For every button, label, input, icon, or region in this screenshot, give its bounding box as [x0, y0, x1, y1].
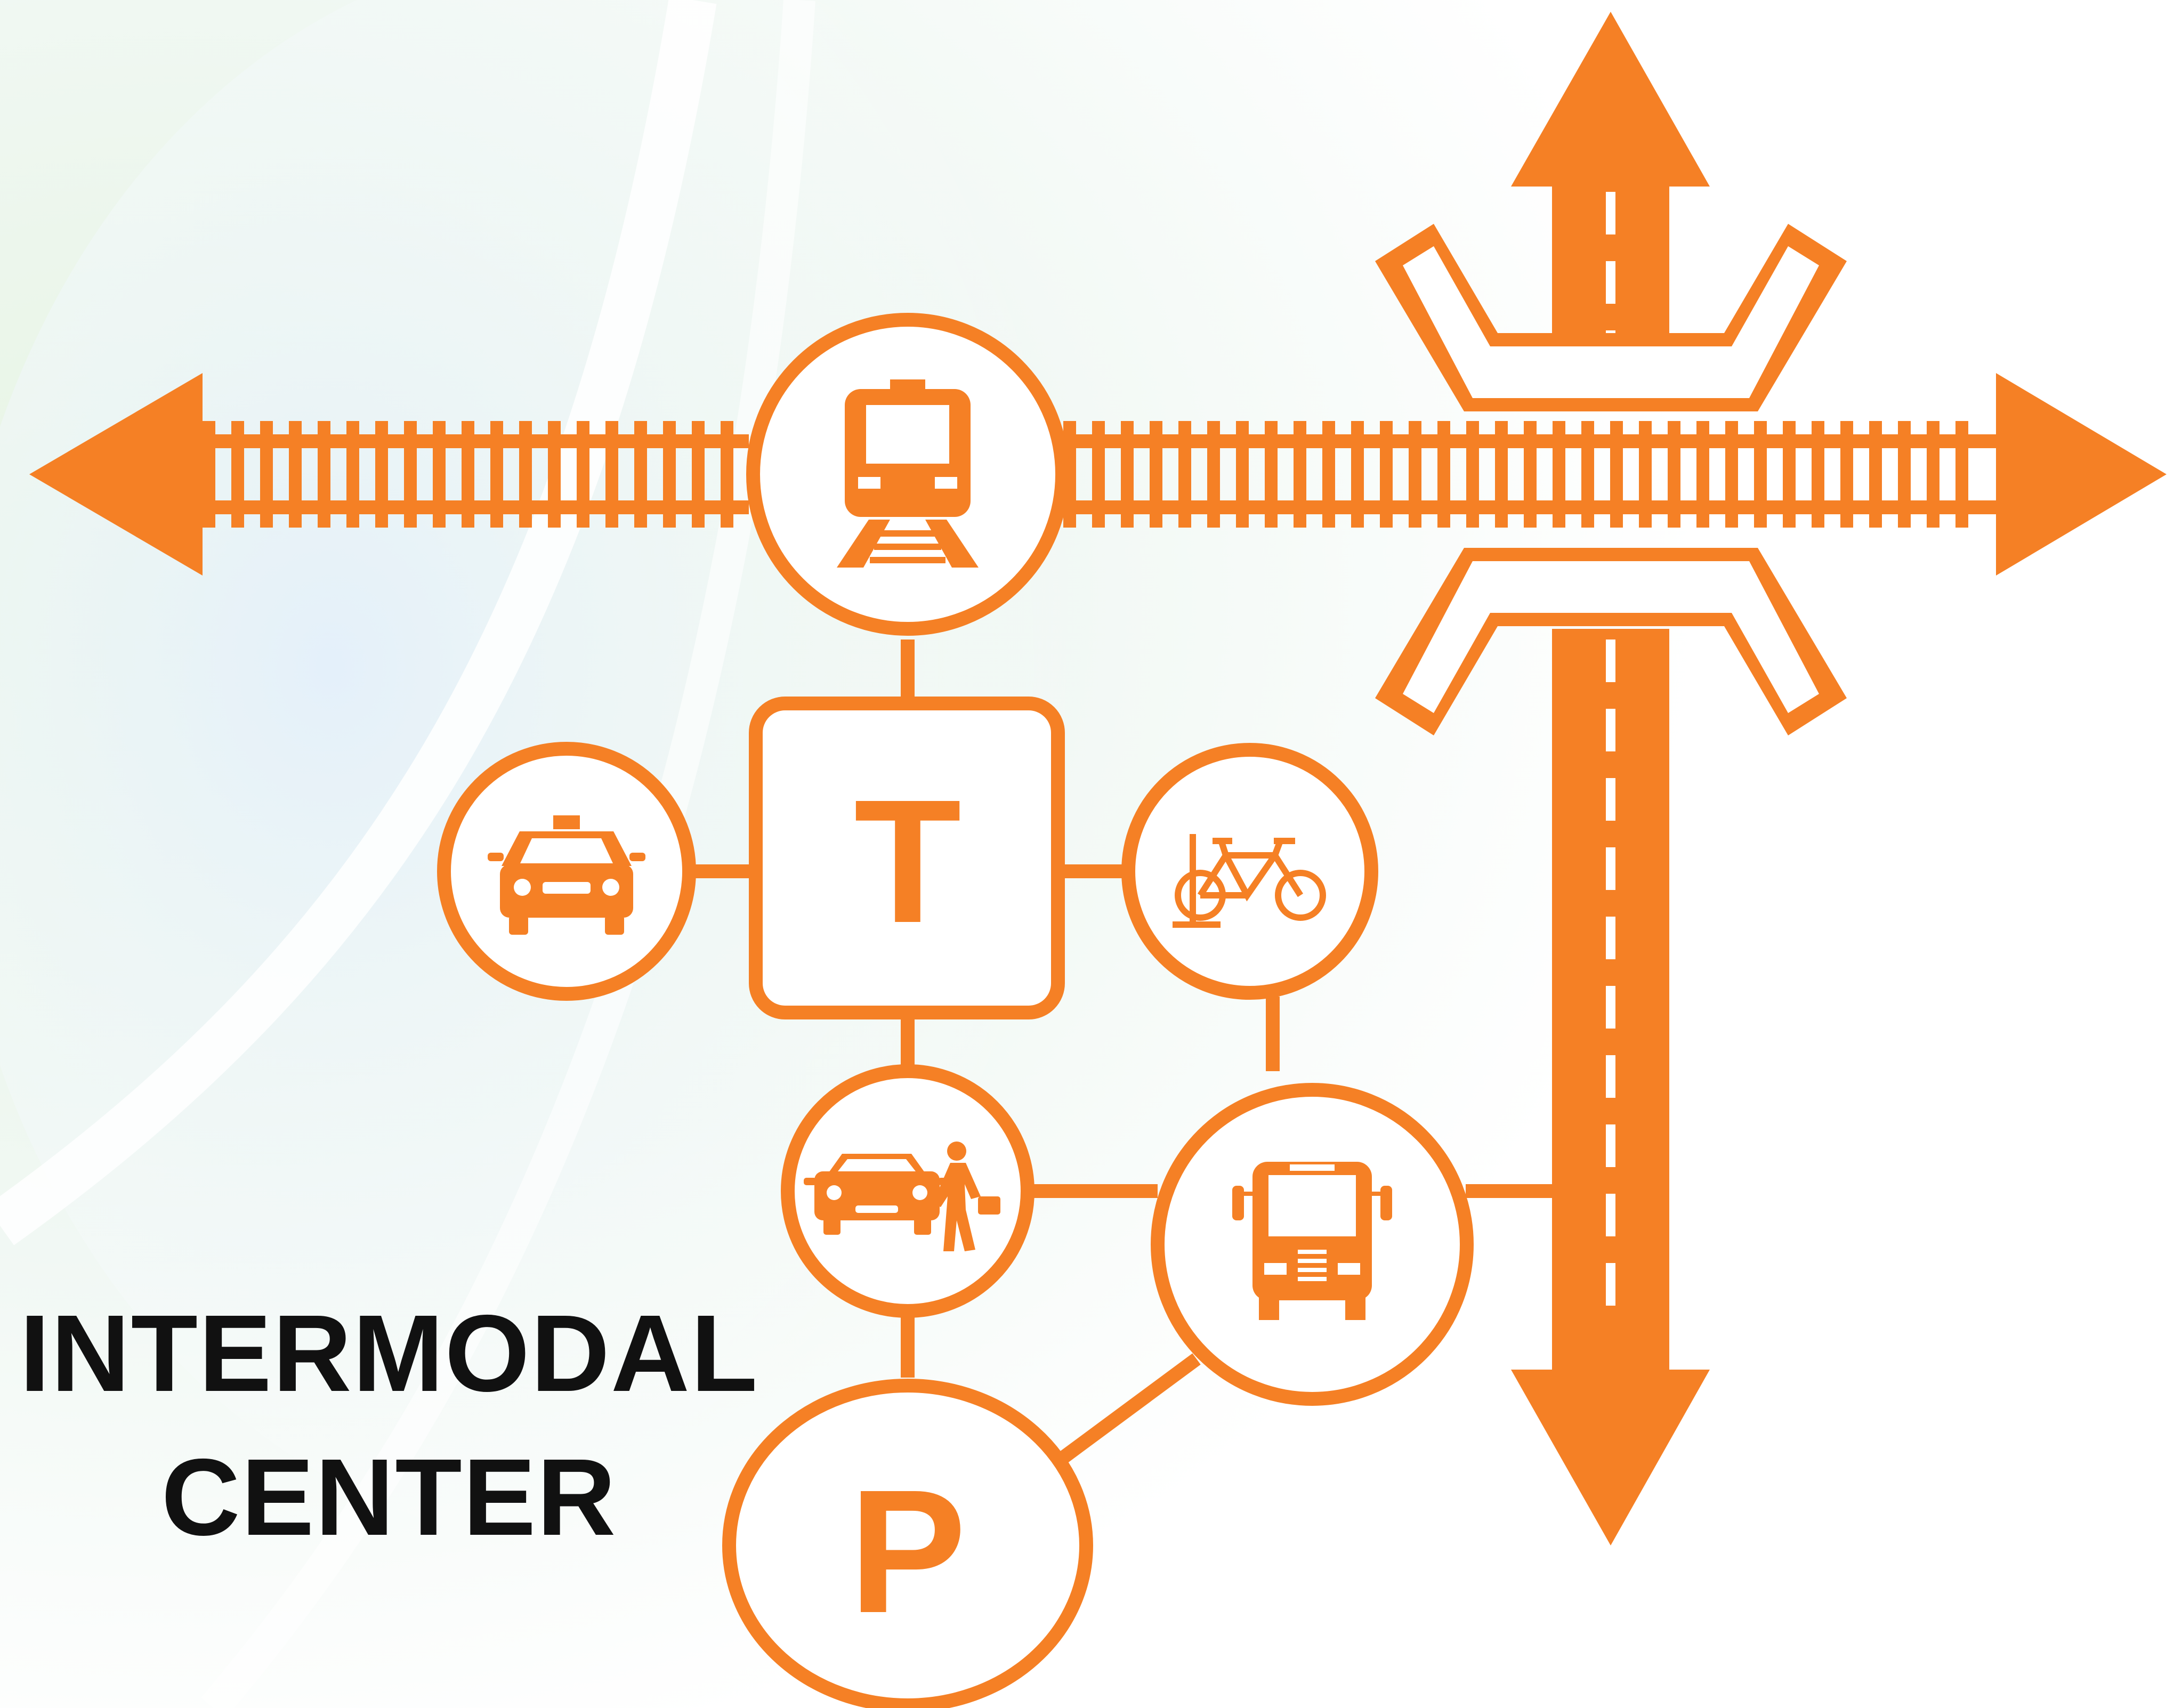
- rail-tie: [1898, 421, 1911, 528]
- rail-tie: [1581, 421, 1594, 528]
- lane-dash: [1606, 709, 1615, 751]
- car-pedestrian-icon: [804, 1142, 1000, 1251]
- diagram-title-line2: CENTER: [161, 1436, 617, 1558]
- highway: [1375, 12, 1847, 1545]
- rail-tie: [289, 421, 302, 528]
- rail-tie: [203, 421, 215, 528]
- rail-tie: [577, 421, 589, 528]
- rail-tie: [346, 421, 359, 528]
- rail-tie: [490, 421, 503, 528]
- parking-letter: P: [849, 1453, 966, 1649]
- rail-tie: [318, 421, 330, 528]
- rail-tie: [1783, 421, 1796, 528]
- lane-dash: [1606, 640, 1615, 682]
- bicycle-icon: [1173, 834, 1326, 928]
- train-icon: [837, 379, 979, 568]
- bus-icon: [1232, 1162, 1392, 1320]
- rail-tie: [1495, 421, 1508, 528]
- rail-tie: [260, 421, 273, 528]
- rail-tie: [1322, 421, 1335, 528]
- rail-tie: [1351, 421, 1364, 528]
- rail-tie: [1524, 421, 1537, 528]
- rail-tie: [605, 421, 618, 528]
- rail-tie: [1725, 421, 1738, 528]
- lane-dash: [1606, 1263, 1615, 1306]
- highway-lane-dashes: [1606, 192, 1615, 1306]
- rail-tie: [375, 421, 388, 528]
- rail-tie: [1150, 421, 1162, 528]
- rail-tie: [462, 421, 474, 528]
- rail-tie: [1294, 421, 1306, 528]
- rail-arrow-right-icon: [1996, 373, 2167, 576]
- rail-tie: [1207, 421, 1220, 528]
- rail-tie: [519, 421, 532, 528]
- rail-tie: [1610, 421, 1623, 528]
- terminal-node: [749, 697, 1065, 1019]
- lane-dash: [1606, 1055, 1615, 1098]
- rail-tie: [1380, 421, 1393, 528]
- rail-tie: [433, 421, 446, 528]
- rail-tie: [1437, 421, 1450, 528]
- rail-tie: [692, 421, 705, 528]
- rail-tie: [1812, 421, 1824, 528]
- rail-ties-left: [203, 421, 733, 528]
- rail-tie: [548, 421, 561, 528]
- rail-tie: [1840, 421, 1853, 528]
- rail-tie: [634, 421, 647, 528]
- rail-tie: [1265, 421, 1278, 528]
- lane-dash: [1606, 1124, 1615, 1167]
- lane-dash: [1606, 986, 1615, 1029]
- rail-tie: [663, 421, 676, 528]
- lane-dash: [1606, 778, 1615, 821]
- lane-dash: [1606, 847, 1615, 890]
- lane-dash: [1606, 1194, 1615, 1236]
- rail-tie: [404, 421, 417, 528]
- diagram-title-line1: INTERMODAL: [20, 1292, 759, 1414]
- connectors: [688, 640, 1557, 1463]
- terminal-letter: T: [854, 763, 961, 959]
- rail-tie: [1409, 421, 1421, 528]
- lane-dash: [1606, 192, 1615, 234]
- parking-node: [722, 1379, 1093, 1708]
- rail-tie: [1236, 421, 1249, 528]
- lane-dash: [1606, 261, 1615, 304]
- bicycle-node: [1121, 743, 1378, 1000]
- rail-tie: [1466, 421, 1479, 528]
- rail-tie: [1178, 421, 1191, 528]
- rail-ties-right: [1063, 421, 1968, 528]
- rail-tie: [1955, 421, 1968, 528]
- rail-tie: [1092, 421, 1105, 528]
- rail-tie: [1927, 421, 1939, 528]
- rail-tie: [1869, 421, 1882, 528]
- rail-tie: [1121, 421, 1134, 528]
- rail-tie: [1668, 421, 1680, 528]
- rail-tie: [1696, 421, 1709, 528]
- taxi-icon: [488, 815, 645, 935]
- rail-line: [29, 373, 2167, 576]
- rail-tie: [1553, 421, 1565, 528]
- rail-tie: [721, 421, 733, 528]
- rail-arrow-left-icon: [29, 373, 203, 576]
- rail-tie: [1639, 421, 1652, 528]
- rail-tie: [1754, 421, 1767, 528]
- rail-tie: [231, 421, 244, 528]
- lane-dash: [1606, 917, 1615, 959]
